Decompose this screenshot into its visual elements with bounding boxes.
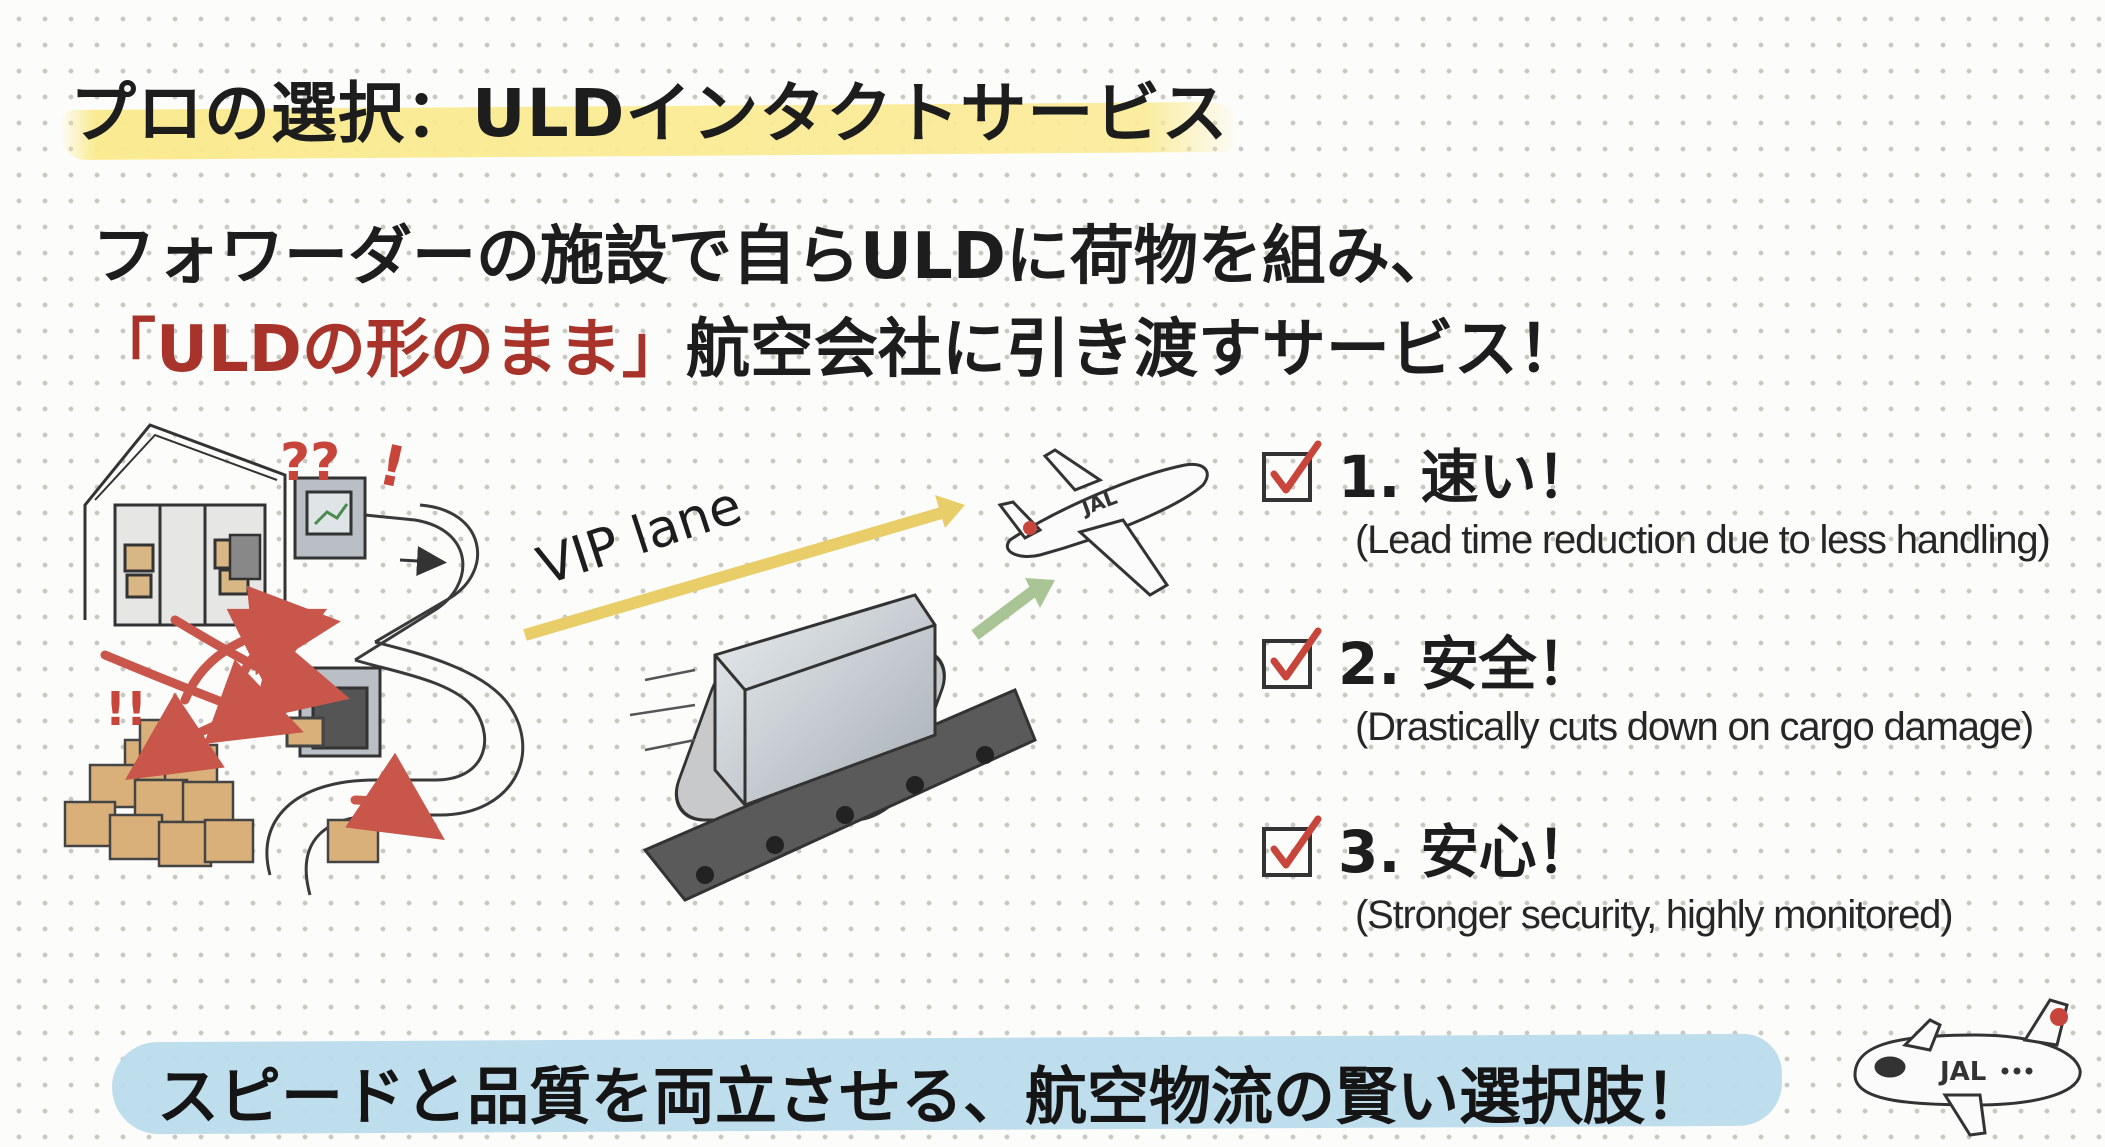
launch-arrowhead-icon bbox=[1025, 578, 1055, 608]
checkbox-icon bbox=[1262, 440, 1322, 502]
launch-arrow-icon bbox=[971, 585, 1039, 640]
benefit-item-3: 3. 安心！ (Stronger security, highly monito… bbox=[1260, 805, 2100, 938]
benefit-label: 1. 速い！ bbox=[1338, 443, 1595, 511]
vip-lane-arrow-icon bbox=[523, 506, 947, 641]
benefit-label: 3. 安心！ bbox=[1338, 818, 1595, 886]
mascot-airplane-icon: JAL bbox=[1853, 998, 2082, 1137]
banner-text: スピードと品質を両立させる、航空物流の賢い選択肢！ bbox=[157, 1060, 1708, 1133]
mascot-logo-text: JAL bbox=[1938, 1057, 1986, 1087]
flow-arrow-icon bbox=[399, 545, 447, 576]
airplane-icon: JAL bbox=[997, 448, 1209, 597]
scanner-top-icon bbox=[293, 476, 367, 560]
headline-highlight-text: 「ULDの形のまま」 bbox=[92, 313, 686, 387]
conveyor-belt-icon bbox=[265, 503, 525, 896]
uld-container-icon bbox=[713, 593, 937, 807]
benefit-item-2: 2. 安全！ (Drastically cuts down on cargo d… bbox=[1260, 617, 2100, 750]
benefit-item-1: 1. 速い！ (Lead time reduction due to less … bbox=[1260, 430, 2100, 563]
summary-banner: スピードと品質を両立させる、航空物流の賢い選択肢！ bbox=[111, 1033, 1783, 1135]
question-marks-text: ?? bbox=[280, 433, 340, 493]
headline-line-1: フォワーダーの施設で自らULDに荷物を組み、 bbox=[92, 220, 1454, 294]
benefit-label: 2. 安全！ bbox=[1338, 630, 1595, 698]
robot-arm-icon bbox=[228, 533, 262, 581]
exclaim-top-text: ! bbox=[373, 433, 412, 502]
checkbox-icon bbox=[1262, 815, 1322, 877]
headline-line-2: 「ULDの形のまま」航空会社に引き渡すサービス！ bbox=[92, 298, 1582, 390]
loose-box-icon bbox=[326, 818, 380, 864]
vip-lane-arrowhead-icon bbox=[935, 495, 965, 528]
chaos-arrows bbox=[100, 585, 445, 840]
page-title: プロの選択：ULDインタクトサービス bbox=[70, 75, 1229, 152]
exclaim-left-text: !! bbox=[105, 682, 147, 736]
benefit-description: (Stronger security, highly monitored) bbox=[1355, 893, 1954, 937]
title-block: プロの選択：ULDインタクトサービス bbox=[59, 60, 1241, 161]
benefit-description: (Drastically cuts down on cargo damage) bbox=[1355, 705, 2034, 749]
warehouse-icon bbox=[83, 423, 287, 627]
process-illustration: !! ?? ! VIP lane bbox=[63, 423, 1209, 902]
speed-lines-icon bbox=[629, 668, 696, 752]
benefit-description: (Lead time reduction due to less handlin… bbox=[1355, 518, 2051, 562]
box-pile-icon bbox=[63, 718, 255, 868]
checkbox-icon bbox=[1262, 627, 1322, 689]
headline-rest-text: 航空会社に引き渡すサービス！ bbox=[685, 313, 1582, 387]
